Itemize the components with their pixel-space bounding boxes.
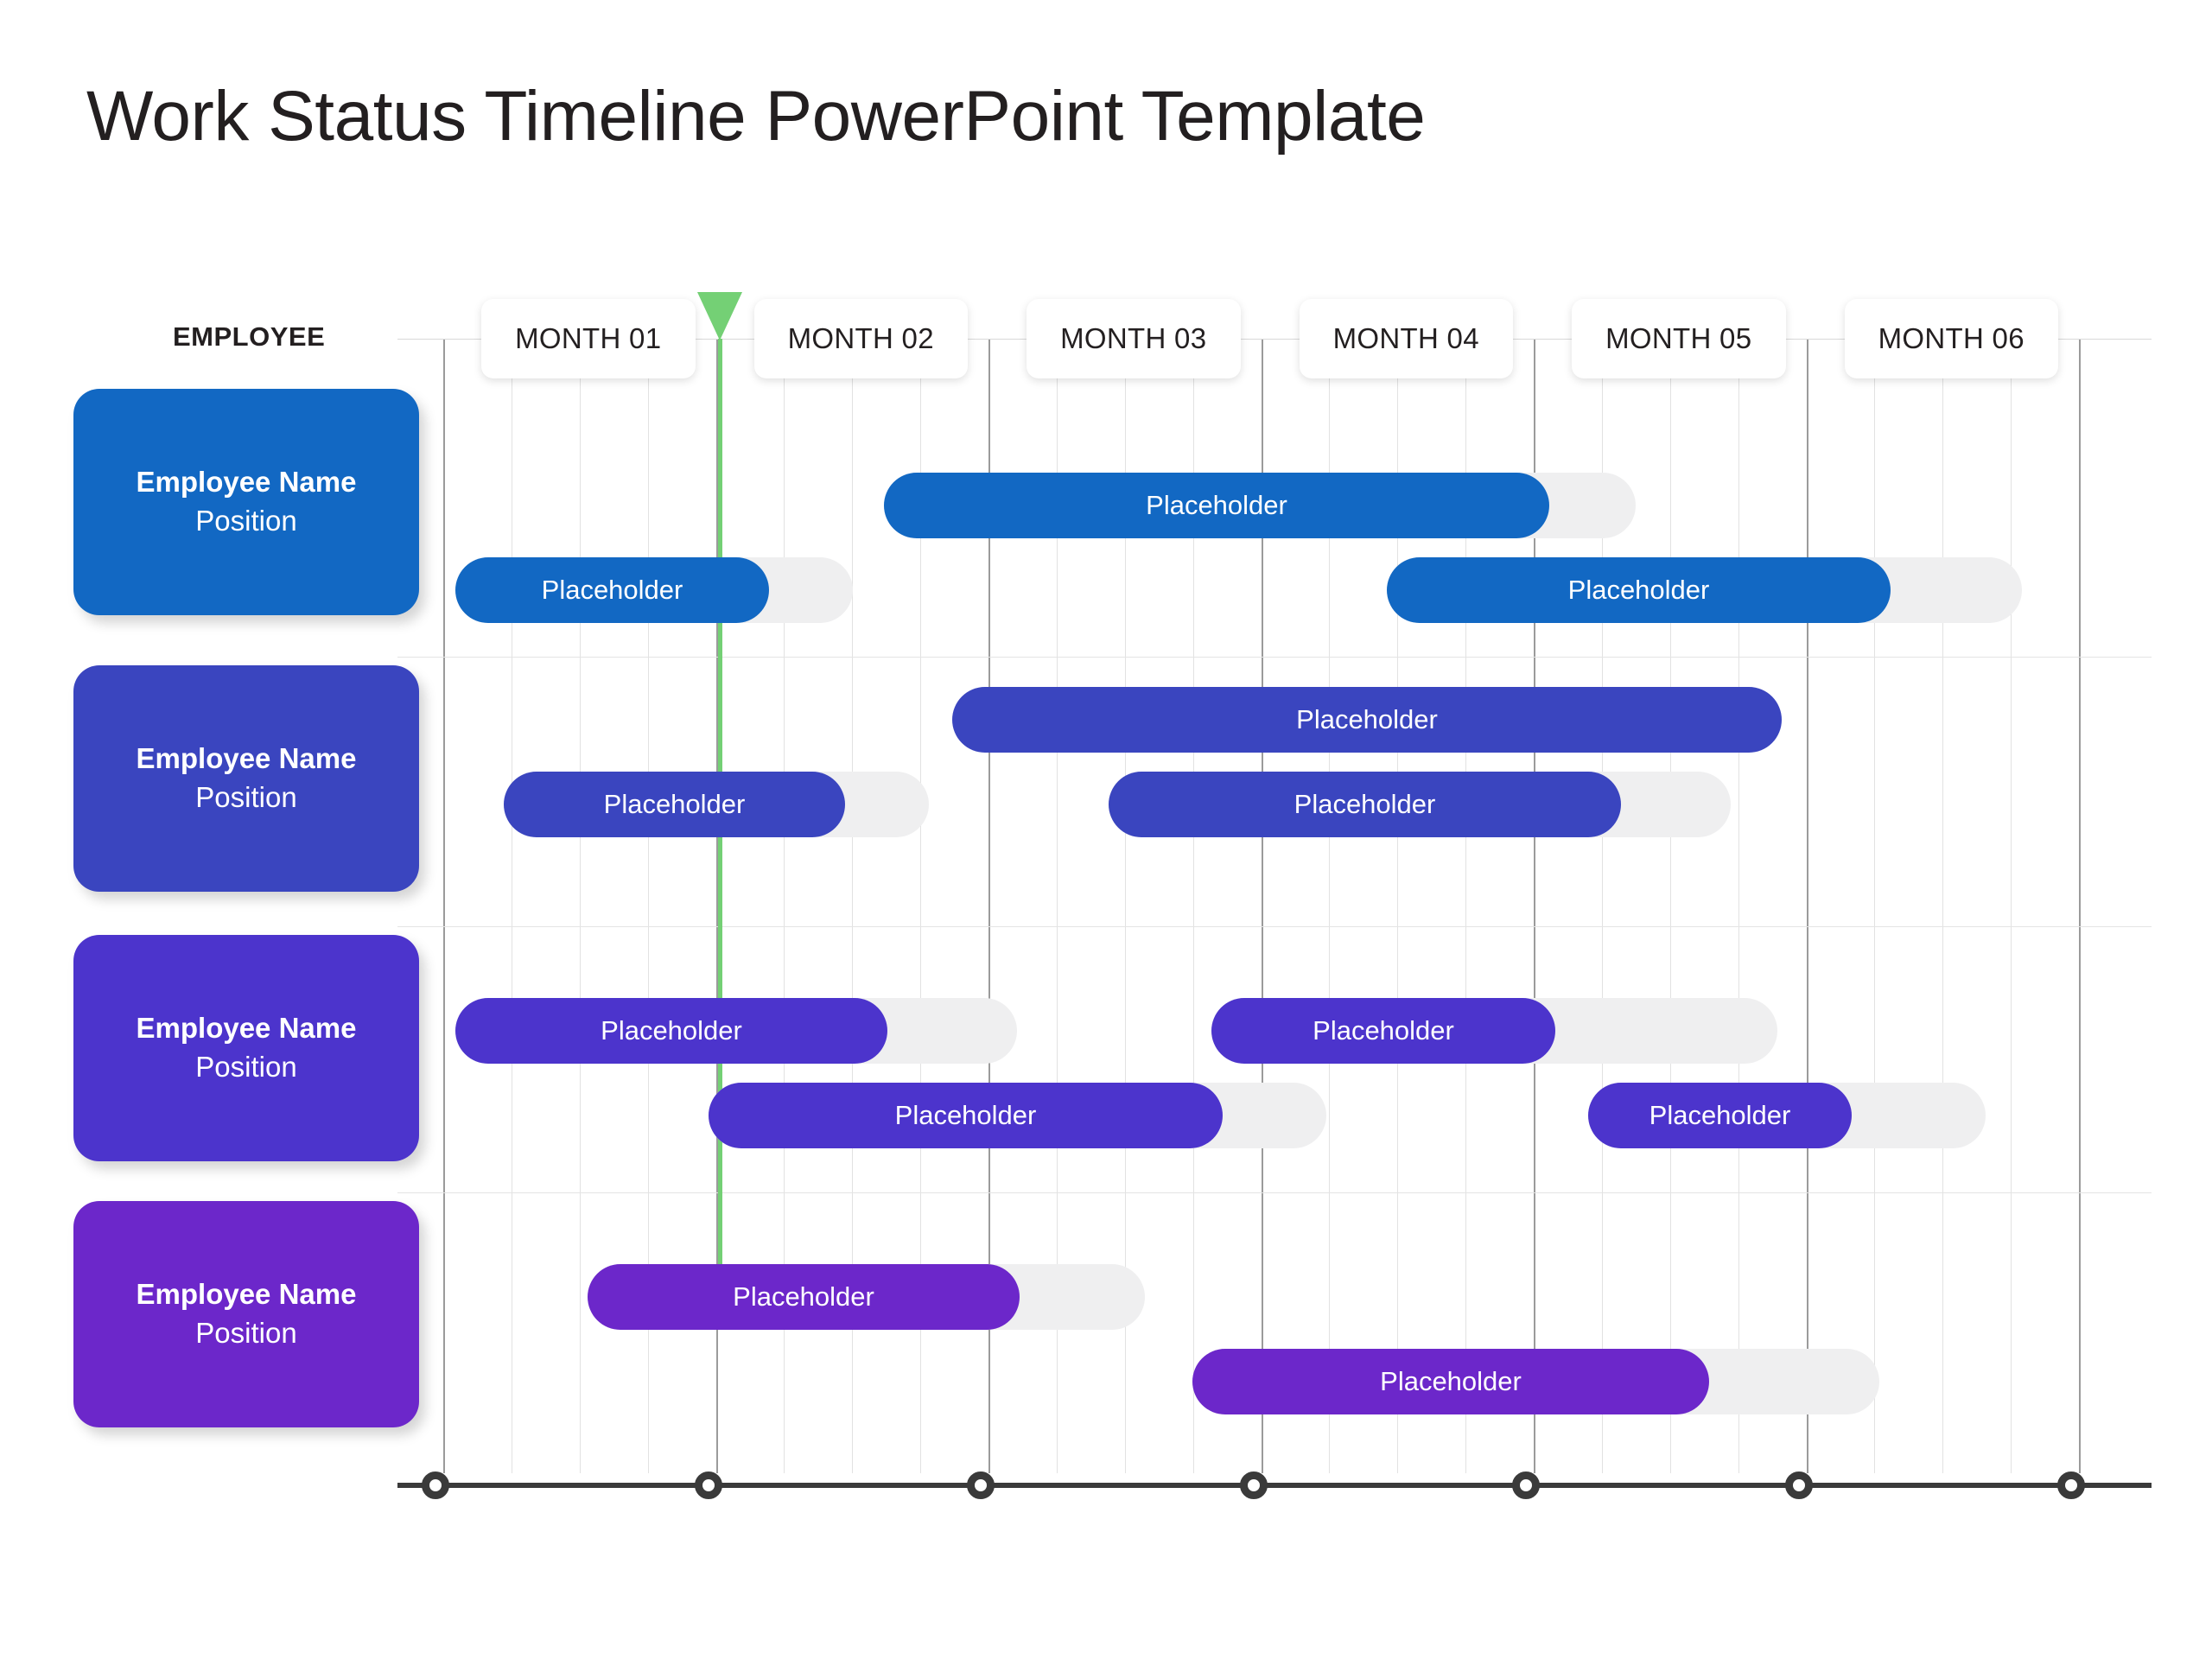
gantt-bar-r2-b3[interactable]: Placeholder	[1109, 772, 1621, 837]
gridline-major	[2079, 339, 2081, 1473]
gantt-bar-label: Placeholder	[1146, 490, 1287, 520]
row-separator	[397, 926, 2152, 927]
employee-position: Position	[195, 1051, 297, 1083]
month-chip-6[interactable]: MONTH 06	[1844, 299, 2058, 378]
axis-tick-6	[1784, 1471, 1813, 1499]
axis-tick-5	[1512, 1471, 1540, 1499]
page-title: Work Status Timeline PowerPoint Template	[86, 77, 1426, 156]
gantt-bar-r1-b2[interactable]: Placeholder	[455, 557, 769, 623]
axis-tick-4	[1239, 1471, 1268, 1499]
employee-name: Employee Name	[136, 466, 357, 499]
gantt-bar-r1-b1[interactable]: Placeholder	[884, 473, 1549, 538]
gridline-minor	[1942, 339, 1944, 1473]
gantt-bar-r3-b2[interactable]: Placeholder	[1211, 998, 1555, 1064]
month-chip-2[interactable]: MONTH 02	[753, 299, 968, 378]
gridline-minor	[2011, 339, 2012, 1473]
month-chip-1[interactable]: MONTH 01	[481, 299, 696, 378]
employee-column-header: EMPLOYEE	[173, 321, 326, 352]
month-chip-3[interactable]: MONTH 03	[1027, 299, 1241, 378]
employee-position: Position	[195, 1317, 297, 1349]
row-separator	[397, 1192, 2152, 1193]
month-chip-label: MONTH 04	[1332, 322, 1479, 354]
gridline-minor	[1669, 339, 1671, 1473]
employee-position: Position	[195, 505, 297, 537]
gantt-bar-r2-b1[interactable]: Placeholder	[952, 687, 1782, 753]
gantt-bar-label: Placeholder	[1294, 789, 1436, 819]
gantt-bar-label: Placeholder	[541, 575, 683, 605]
gantt-bar-r3-b4[interactable]: Placeholder	[1588, 1083, 1852, 1148]
gantt-bar-label: Placeholder	[1649, 1100, 1791, 1130]
gantt-bar-r2-b2[interactable]: Placeholder	[504, 772, 845, 837]
gantt-bar-label: Placeholder	[733, 1281, 874, 1312]
gantt-bar-r3-b1[interactable]: Placeholder	[455, 998, 887, 1064]
gridline-major	[1806, 339, 1808, 1473]
gantt-bar-label: Placeholder	[603, 789, 746, 819]
gridline-minor	[579, 339, 581, 1473]
employee-name: Employee Name	[136, 1012, 357, 1045]
gridline-minor	[1874, 339, 1876, 1473]
gantt-bar-r4-b2[interactable]: Placeholder	[1192, 1349, 1709, 1414]
gantt-bar-label: Placeholder	[601, 1015, 742, 1046]
employee-name: Employee Name	[136, 1278, 357, 1311]
month-chip-label: MONTH 03	[1060, 322, 1207, 354]
gantt-bar-label: Placeholder	[1313, 1015, 1454, 1046]
month-chip-label: MONTH 01	[515, 322, 662, 354]
month-chip-label: MONTH 06	[1878, 322, 2024, 354]
month-chip-label: MONTH 05	[1605, 322, 1752, 354]
gantt-bar-r3-b3[interactable]: Placeholder	[709, 1083, 1223, 1148]
employee-name: Employee Name	[136, 742, 357, 775]
gantt-bar-label: Placeholder	[894, 1100, 1037, 1130]
gantt-bar-label: Placeholder	[1296, 704, 1438, 734]
today-marker-arrow-icon	[697, 292, 742, 340]
axis-tick-2	[694, 1471, 722, 1499]
month-chip-5[interactable]: MONTH 05	[1572, 299, 1786, 378]
gridline-minor	[1738, 339, 1739, 1473]
gantt-bar-label: Placeholder	[1380, 1366, 1522, 1396]
gridline-major	[443, 339, 445, 1473]
timeline-axis	[397, 1483, 2152, 1488]
axis-tick-1	[422, 1471, 449, 1499]
axis-tick-7	[2057, 1471, 2085, 1499]
month-chip-label: MONTH 02	[787, 322, 934, 354]
gantt-bar-label: Placeholder	[1567, 575, 1710, 605]
gantt-bar-r1-b3[interactable]: Placeholder	[1387, 557, 1891, 623]
row-separator	[397, 657, 2152, 658]
month-chip-4[interactable]: MONTH 04	[1299, 299, 1513, 378]
gantt-bar-r4-b1[interactable]: Placeholder	[588, 1264, 1020, 1330]
axis-tick-3	[967, 1471, 995, 1499]
employee-position: Position	[195, 781, 297, 813]
